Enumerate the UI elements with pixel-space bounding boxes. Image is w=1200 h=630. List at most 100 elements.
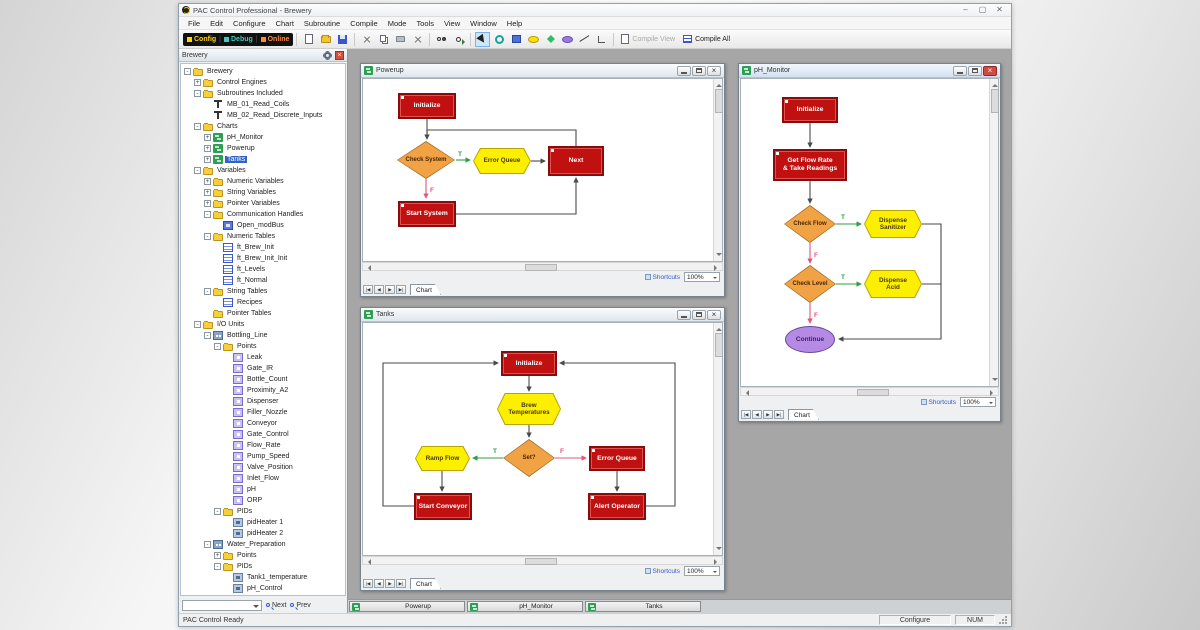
menu-mode[interactable]: Mode — [387, 18, 407, 28]
minimize-button[interactable] — [677, 309, 691, 320]
collapse-icon[interactable]: - — [194, 321, 201, 328]
tab-chart[interactable]: Chart — [410, 284, 441, 295]
mode-online[interactable]: Online — [260, 36, 289, 43]
taskbar-button-ph-monitor[interactable]: pH_Monitor — [467, 601, 583, 612]
collapse-icon[interactable]: - — [214, 563, 221, 570]
continue-block-tool-button[interactable] — [560, 32, 575, 47]
close-button[interactable]: × — [983, 65, 997, 76]
flow-node-next[interactable]: Next — [548, 146, 604, 176]
tree-item-pointer-variables[interactable]: +Pointer Variables — [204, 200, 280, 208]
maximize-button[interactable]: ▢ — [978, 5, 987, 14]
tree-item-ph-control[interactable]: pH_Control — [181, 583, 345, 594]
close-button[interactable]: × — [707, 65, 721, 76]
collapse-icon[interactable]: - — [214, 343, 221, 350]
tree-item-ph-monitor[interactable]: +pH_Monitor — [204, 133, 264, 142]
tree-item-pidheater-2[interactable]: pidHeater 2 — [181, 528, 345, 539]
tree-item-valve-position[interactable]: Valve_Position — [181, 462, 345, 473]
tree-item-recipes[interactable]: Recipes — [181, 297, 345, 308]
tree-item-control-engines[interactable]: +Control Engines — [194, 79, 267, 87]
first-tab-button[interactable]: |◀ — [363, 579, 373, 588]
next-tab-button[interactable]: ▶ — [385, 285, 395, 294]
minimize-button[interactable] — [677, 65, 691, 76]
connector-tool-button[interactable] — [594, 32, 609, 47]
collapse-icon[interactable]: - — [194, 167, 201, 174]
taskbar-button-tanks[interactable]: Tanks — [585, 601, 701, 612]
expand-icon[interactable]: + — [194, 79, 201, 86]
last-tab-button[interactable]: ▶| — [396, 285, 406, 294]
new-chart-button[interactable] — [301, 32, 316, 47]
flow-node-start-conveyor[interactable]: Start Conveyor — [414, 493, 472, 520]
flow-node-continue[interactable]: Continue — [785, 326, 835, 353]
zoom-select[interactable]: 100% — [960, 397, 996, 407]
tree-item-conveyor[interactable]: Conveyor — [181, 418, 345, 429]
tree-item-gate-ir[interactable]: Gate_IR — [181, 363, 345, 374]
tree-item-ft-brew-init[interactable]: ft_Brew_Init — [181, 242, 345, 253]
tab-chart[interactable]: Chart — [410, 578, 441, 589]
flow-node-check-system[interactable]: Check System — [397, 141, 455, 179]
flow-node-initialize[interactable]: Initialize — [398, 93, 456, 119]
flow-node-brew-temperatures[interactable]: Brew Temperatures — [497, 393, 561, 425]
menu-view[interactable]: View — [443, 18, 461, 28]
expand-icon[interactable]: + — [204, 178, 211, 185]
search-combo[interactable] — [182, 599, 262, 611]
action-block-tool-button[interactable] — [509, 32, 524, 47]
select-tool-button[interactable] — [475, 31, 491, 48]
menu-tools[interactable]: Tools — [416, 18, 434, 28]
tree-item-open-modbus[interactable]: Open_modBus — [181, 220, 345, 231]
menu-compile[interactable]: Compile — [350, 18, 378, 28]
menu-window[interactable]: Window — [470, 18, 497, 28]
next-tab-button[interactable]: ▶ — [385, 579, 395, 588]
gear-icon[interactable] — [324, 51, 331, 59]
shortcuts-link[interactable]: Shortcuts — [920, 399, 956, 406]
tree-item-pids[interactable]: -PIDs — [181, 561, 345, 572]
delete-button[interactable] — [410, 32, 425, 47]
copy-button[interactable] — [376, 32, 391, 47]
horizontal-scrollbar[interactable] — [362, 556, 723, 565]
collapse-icon[interactable]: - — [194, 90, 201, 97]
taskbar-button-powerup[interactable]: Powerup — [349, 601, 465, 612]
menu-chart[interactable]: Chart — [275, 18, 294, 28]
horizontal-scrollbar[interactable] — [740, 387, 999, 396]
tree-item-points[interactable]: -Points — [181, 341, 345, 352]
collapse-icon[interactable]: - — [214, 508, 221, 515]
mode-indicator[interactable]: Config|Debug|Online — [183, 32, 294, 46]
tree-item-subroutines-included[interactable]: -Subroutines Included — [181, 88, 345, 99]
first-tab-button[interactable]: |◀ — [363, 285, 373, 294]
collapse-icon[interactable]: - — [204, 332, 211, 339]
shortcuts-link[interactable]: Shortcuts — [644, 274, 680, 281]
maximize-button[interactable] — [692, 65, 706, 76]
maximize-button[interactable] — [968, 65, 982, 76]
close-button[interactable]: × — [707, 309, 721, 320]
prev-tab-button[interactable]: ◀ — [752, 410, 762, 419]
expand-icon[interactable]: + — [204, 200, 211, 207]
flow-node-initialize[interactable]: Initialize — [501, 351, 557, 376]
tree-item-ft-levels[interactable]: ft_Levels — [181, 264, 345, 275]
powerup-titlebar[interactable]: Powerup × — [361, 64, 724, 78]
tanks-titlebar[interactable]: Tanks × — [361, 308, 724, 322]
tree-item-tanks[interactable]: +Tanks — [204, 155, 248, 164]
optoscript-block-tool-button[interactable] — [526, 32, 541, 47]
collapse-icon[interactable]: - — [194, 123, 201, 130]
last-tab-button[interactable]: ▶| — [774, 410, 784, 419]
tree-item-string-tables[interactable]: -String Tables — [181, 286, 345, 297]
open-strategy-button[interactable] — [318, 32, 333, 47]
menu-file[interactable]: File — [188, 18, 201, 28]
expand-icon[interactable]: + — [204, 189, 211, 196]
flow-node-dispense-acid[interactable]: Dispense Acid — [864, 270, 922, 298]
menu-help[interactable]: Help — [506, 18, 523, 28]
tree-item-variables[interactable]: -Variables — [181, 165, 345, 176]
tab-chart[interactable]: Chart — [788, 409, 819, 420]
collapse-icon[interactable]: - — [184, 68, 191, 75]
tree-item-gate-control[interactable]: Gate_Control — [181, 429, 345, 440]
next-tab-button[interactable]: ▶ — [763, 410, 773, 419]
tree-item-pump-speed[interactable]: Pump_Speed — [181, 451, 345, 462]
ellipse-tool-button[interactable] — [492, 32, 507, 47]
tree-item-pointer-tables[interactable]: Pointer Tables — [181, 308, 345, 319]
tree-item-water-preparation[interactable]: -Water_Preparation — [181, 539, 345, 550]
maximize-button[interactable] — [692, 309, 706, 320]
cut-button[interactable] — [359, 32, 374, 47]
tree-item-numeric-tables[interactable]: -Numeric Tables — [181, 231, 345, 242]
flow-node-check-level[interactable]: Check Level — [784, 265, 836, 303]
